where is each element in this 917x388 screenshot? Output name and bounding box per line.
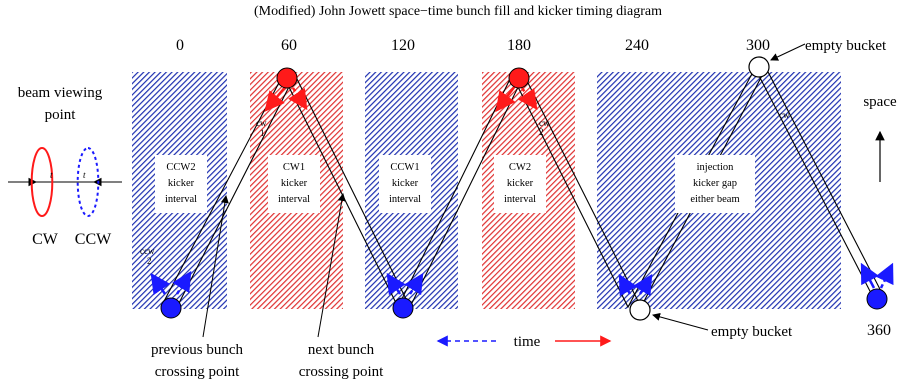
next-crossing-label-line1: next bunch [308,342,375,358]
space-axis-label: space [863,94,897,110]
bunch-label-cw1-b: 1 [260,128,265,138]
svg-text:kicker gap: kicker gap [693,178,737,189]
time-tick-300: 300 [746,37,770,54]
next-crossing-label-line2: crossing point [299,364,384,380]
cw2-bunch [508,67,530,89]
time-tick-0: 0 [176,37,184,54]
cw-t-mark: t [50,170,53,180]
ccw-rotation-icon [76,147,100,218]
bunch-label-ccw2-b: 2 [147,256,152,266]
previous-crossing-label-line1: previous bunch [151,342,244,358]
time-tick-180: 180 [507,37,531,54]
empty-bucket-top [748,56,770,78]
bunch-label-right-a: cw [779,110,790,120]
empty-bucket-top-pointer [770,43,806,61]
ccw-t-mark: t [83,170,86,180]
svg-text:interval: interval [165,194,197,205]
interval-box-cw1: CW1 kicker interval [268,155,320,213]
time-tick-360: 360 [867,322,891,339]
ccw1-bunch [392,297,414,319]
next-crossing-pointer [317,193,346,338]
cw1-bunch [276,67,298,89]
cw-rotation-icon [30,147,54,218]
bunch-label-cw2-b: 2 [539,127,544,137]
cw-label: CW [32,231,59,248]
previous-crossing-label-line2: crossing point [155,364,240,380]
ccw2-bunch [160,297,182,319]
beam-viewing-label-line1: beam viewing [18,85,103,101]
svg-text:either beam: either beam [690,194,739,205]
previous-crossing-pointer [202,195,229,338]
bunch-label-cw2-a: cw [539,118,550,128]
empty-bucket-bottom [629,299,651,321]
bunch-velocity-arrows [150,85,894,297]
svg-text:interval: interval [504,194,536,205]
interval-box-ccw1: CCW1 kicker interval [379,155,431,213]
svg-text:interval: interval [278,194,310,205]
time-tick-120: 120 [391,37,415,54]
svg-text:interval: interval [389,194,421,205]
svg-text:kicker: kicker [507,178,534,189]
time-axis-label: time [514,334,541,350]
svg-text:kicker: kicker [281,178,308,189]
bunch-label-ccw2-a: ccw [140,246,155,256]
svg-text:CW1: CW1 [283,162,305,173]
svg-text:CCW1: CCW1 [390,162,419,173]
bunch-360 [866,288,888,310]
beam-viewing-label-line2: point [45,107,77,123]
bunch-label-cw1-a: cw [256,118,267,128]
interval-box-ccw2: CCW2 kicker interval [155,155,207,213]
interval-box-cw2: CW2 kicker interval [494,155,546,213]
svg-text:CCW2: CCW2 [166,162,195,173]
svg-text:kicker: kicker [168,178,195,189]
empty-bucket-top-label: empty bucket [805,38,887,54]
empty-bucket-bottom-pointer [652,312,709,331]
empty-bucket-bottom-label: empty bucket [711,324,793,340]
ccw-label: CCW [75,231,112,248]
time-tick-240: 240 [625,37,649,54]
svg-text:injection: injection [697,162,734,173]
time-tick-60: 60 [281,37,297,54]
interval-box-injection: injection kicker gap either beam [675,155,755,213]
diagram-title: (Modified) John Jowett space−time bunch … [254,4,662,19]
svg-text:CW2: CW2 [509,162,531,173]
svg-text:kicker: kicker [392,178,419,189]
